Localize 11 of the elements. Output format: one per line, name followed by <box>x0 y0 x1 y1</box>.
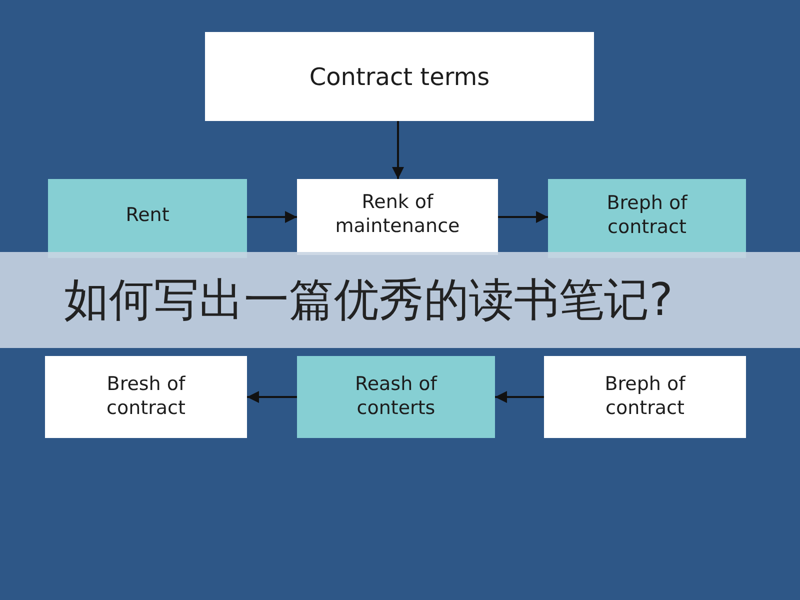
arrow <box>498 211 548 223</box>
process-box: Reash of conterts <box>297 356 495 438</box>
arrow <box>392 121 404 179</box>
arrow <box>247 211 297 223</box>
process-box: Breph of contract <box>544 356 746 438</box>
process-box: Bresh of contract <box>45 356 247 438</box>
title-banner: 如何写出一篇优秀的读书笔记? <box>0 252 800 348</box>
process-box: Contract terms <box>205 32 594 121</box>
process-box: Renk of maintenance <box>297 179 498 255</box>
arrow <box>495 391 544 403</box>
arrow <box>247 391 297 403</box>
